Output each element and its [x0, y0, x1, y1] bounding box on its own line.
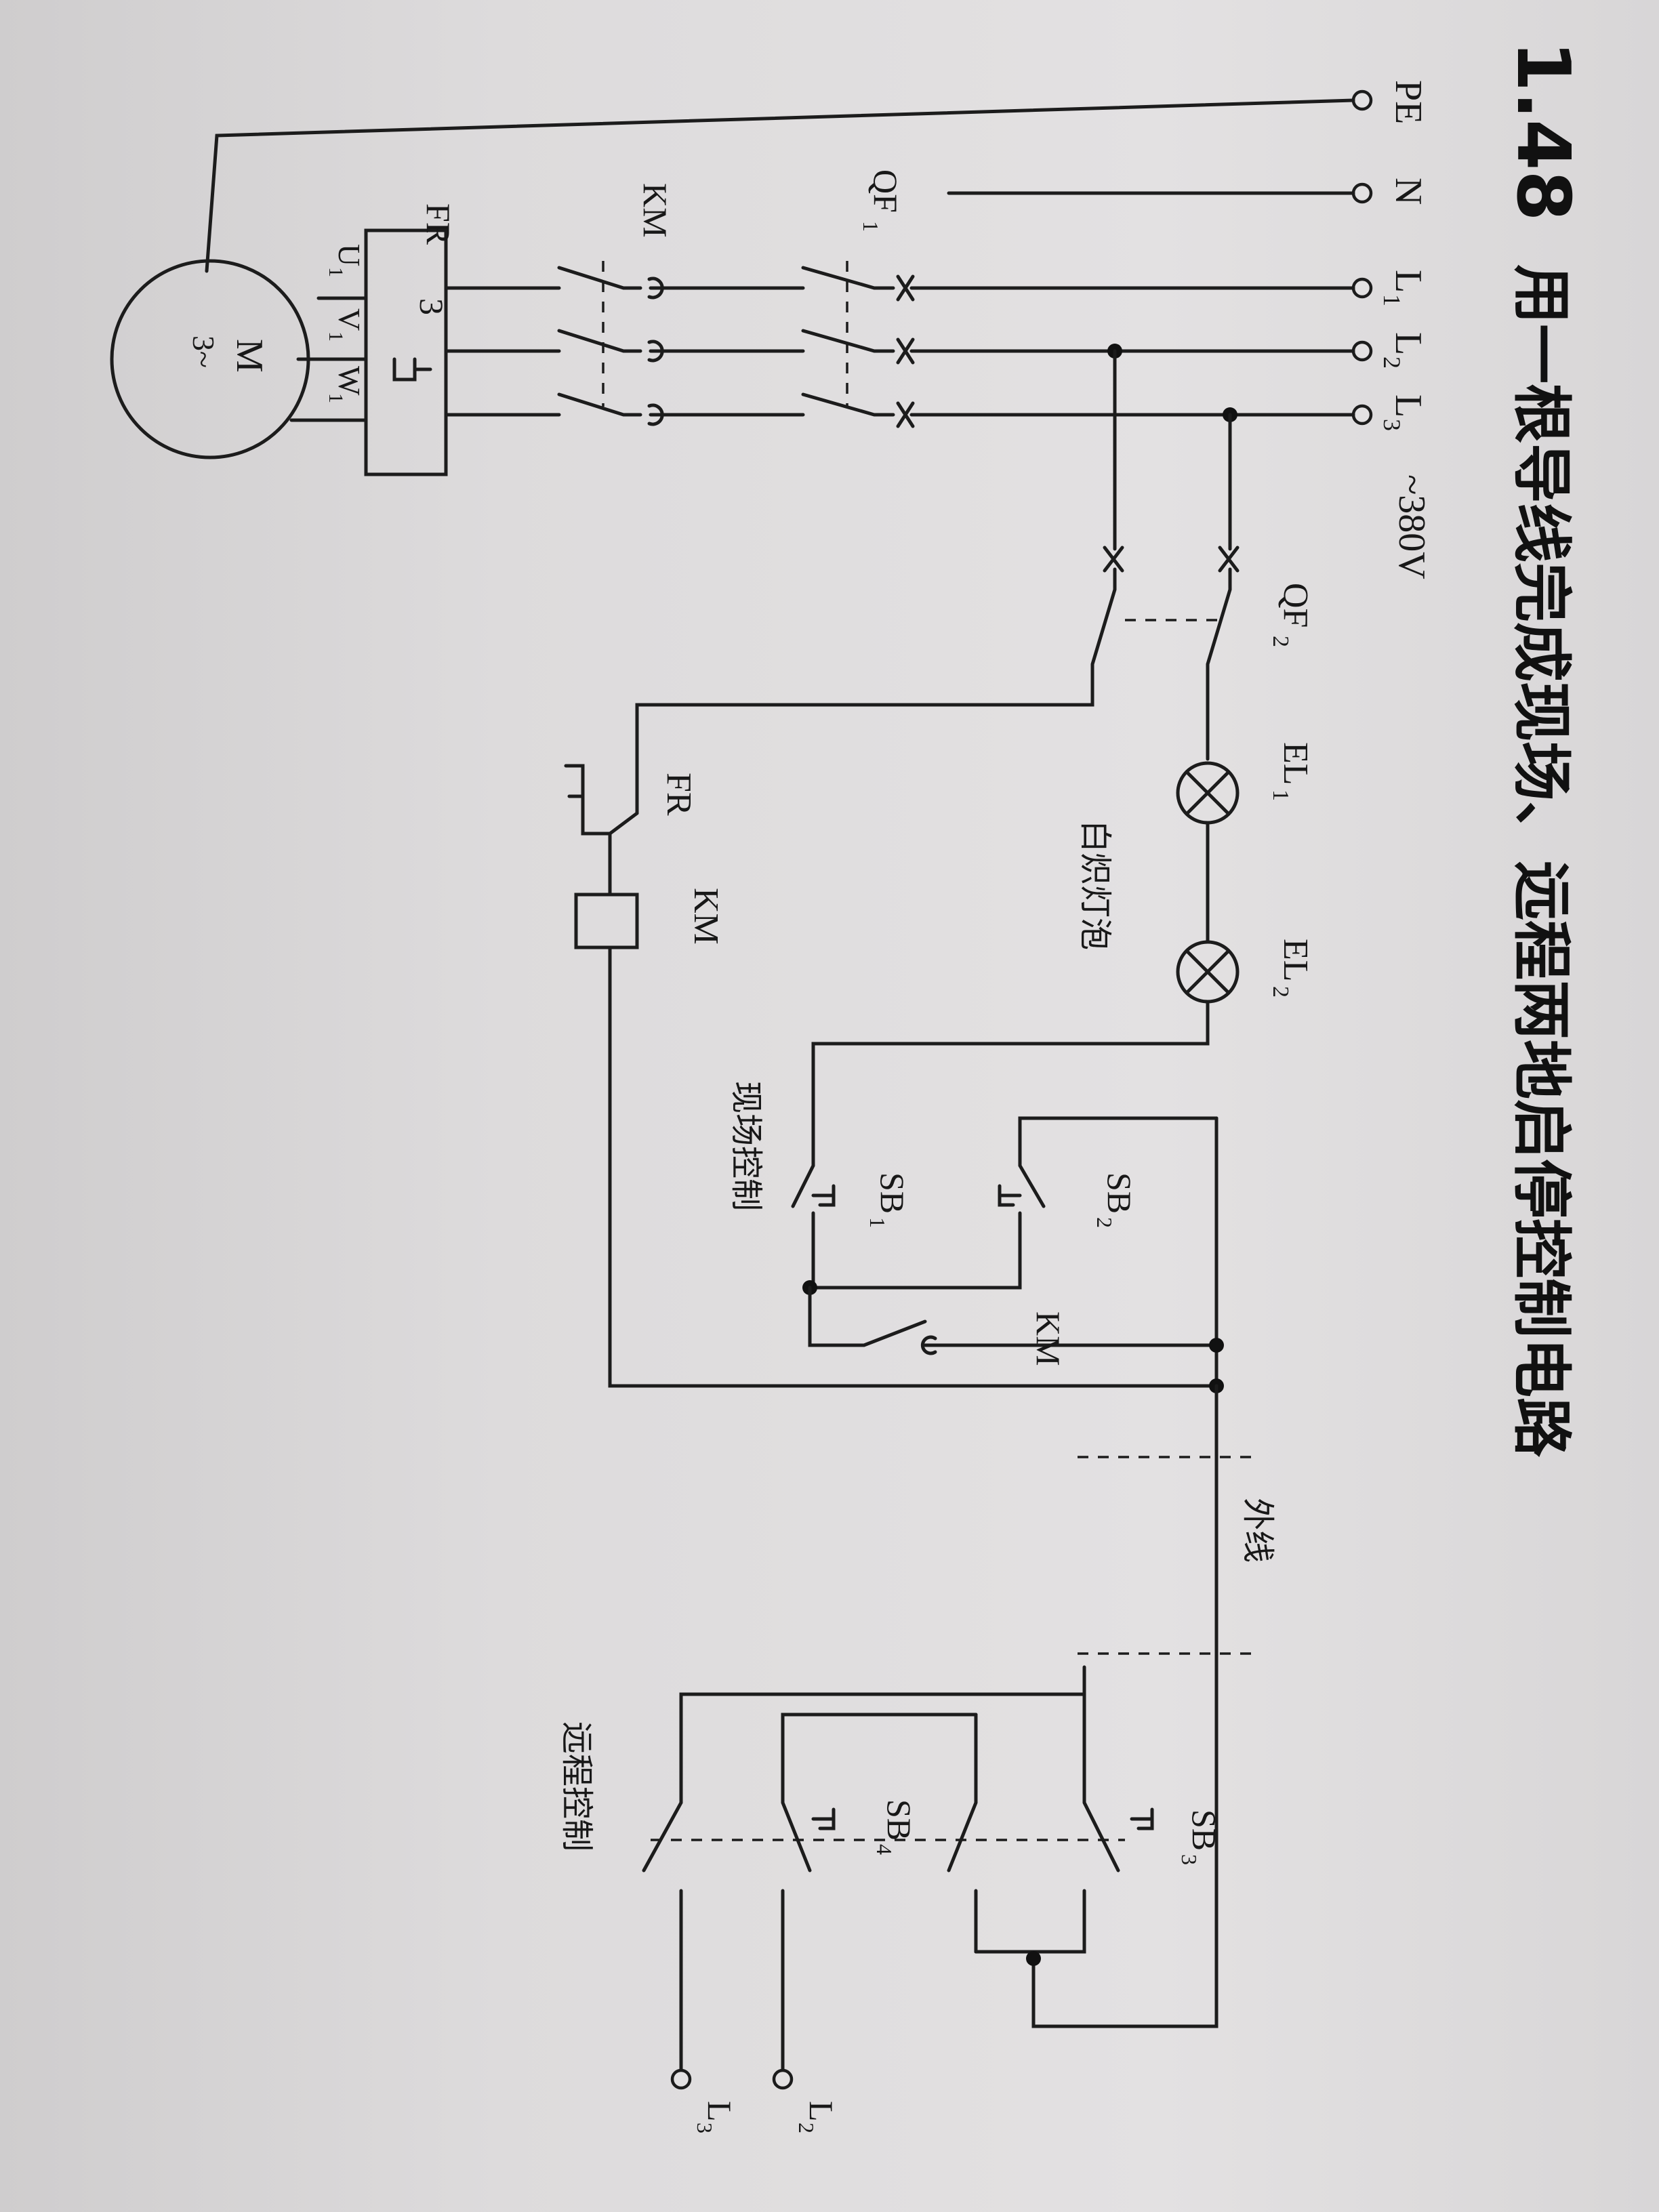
- remote-l3-branch: [642, 1665, 1086, 2076]
- svg-text:L: L: [701, 2101, 739, 2122]
- km-main-contacts: [459, 266, 664, 426]
- terminal-l2: [1351, 340, 1373, 362]
- label-w1: W 1: [325, 366, 367, 403]
- svg-text:2: 2: [1268, 986, 1293, 998]
- svg-text:2: 2: [1268, 636, 1293, 647]
- label-km-aux: KM: [1029, 1311, 1067, 1366]
- svg-text:2: 2: [1092, 1217, 1117, 1228]
- terminal-n: [1351, 182, 1373, 204]
- terminal-l3: [1351, 404, 1373, 426]
- svg-text:1: 1: [325, 267, 347, 277]
- label-km-coil: KM: [687, 888, 725, 945]
- label-fr-top: FR: [419, 203, 457, 245]
- label-sb2: SB 2: [1092, 1172, 1139, 1228]
- fr-thermal-block: [364, 228, 448, 476]
- label-pe: PE: [1387, 80, 1429, 124]
- svg-text:EL: EL: [1276, 939, 1315, 982]
- label-l3: L 3: [1378, 394, 1429, 431]
- label-km-main: KM: [636, 183, 674, 238]
- lamp-el2: [1176, 940, 1240, 1004]
- svg-text:2: 2: [794, 2123, 819, 2133]
- svg-text:SB: SB: [1185, 1809, 1223, 1851]
- label-motor: M: [228, 339, 270, 373]
- pe-wire: [205, 98, 1355, 273]
- remote-terminal-l2: [772, 2068, 794, 2090]
- sb2-switch: [811, 1116, 1218, 1290]
- svg-text:L: L: [1387, 332, 1429, 355]
- sb3-nc: [1031, 1692, 1120, 1954]
- svg-text:SB: SB: [874, 1172, 912, 1214]
- label-el1: EL 1: [1268, 742, 1315, 801]
- svg-text:QF: QF: [867, 169, 905, 213]
- svg-text:3: 3: [1378, 419, 1406, 431]
- remote-terminal-l3: [670, 2068, 692, 2090]
- motor: [110, 259, 310, 459]
- svg-text:U: U: [332, 244, 367, 266]
- label-remote-l3: L 3: [693, 2101, 739, 2133]
- label-voltage: ~380V: [1391, 474, 1433, 579]
- svg-text:V: V: [332, 308, 367, 331]
- svg-text:3: 3: [1177, 1854, 1202, 1865]
- svg-text:SB: SB: [1101, 1172, 1139, 1214]
- svg-text:L: L: [1387, 394, 1429, 417]
- svg-text:3: 3: [693, 2123, 717, 2133]
- label-n: N: [1387, 178, 1429, 205]
- label-motor-phase: 3~: [186, 335, 221, 368]
- label-sb1: SB 1: [865, 1172, 912, 1228]
- fr-nc-contact: [564, 764, 639, 856]
- svg-text:EL: EL: [1276, 742, 1315, 785]
- label-remote-l2: L 2: [794, 2101, 840, 2133]
- sb4-switch: [781, 1713, 978, 2076]
- svg-text:4: 4: [872, 1844, 897, 1855]
- fr-heater-symbol: [392, 357, 432, 382]
- svg-text:SB: SB: [880, 1799, 918, 1841]
- svg-text:1: 1: [859, 221, 883, 232]
- external-line-bounds: [1078, 1456, 1254, 1655]
- label-v1: V 1: [325, 308, 367, 342]
- svg-text:1: 1: [325, 393, 347, 403]
- label-l2: L 2: [1378, 332, 1429, 369]
- svg-text:1: 1: [325, 331, 347, 342]
- label-sb3: SB 3: [1177, 1809, 1223, 1865]
- label-fr-count: 3: [413, 298, 451, 315]
- label-sb4: SB 4: [872, 1799, 918, 1855]
- label-remote-control: 远程控制: [558, 1721, 594, 1851]
- label-fr-contact: FR: [659, 773, 698, 816]
- terminal-l1: [1351, 277, 1373, 299]
- sb3-no: [947, 1713, 978, 1954]
- svg-text:1: 1: [1268, 790, 1293, 801]
- lamp-el1: [1176, 761, 1240, 825]
- svg-text:L: L: [1387, 270, 1429, 293]
- lamp-note: 白炽灯泡: [1077, 820, 1113, 950]
- km-aux-contact: [808, 1286, 1218, 1347]
- label-qf1: QF 1: [859, 169, 905, 232]
- main-circuit: [110, 228, 1355, 476]
- terminal-pe: [1351, 89, 1373, 111]
- km-coil: [574, 893, 639, 949]
- label-qf2: QF 2: [1268, 583, 1315, 647]
- svg-text:1: 1: [865, 1217, 890, 1228]
- label-l1: L 1: [1378, 270, 1429, 306]
- svg-text:2: 2: [1378, 356, 1406, 369]
- section-number: 1.48: [1500, 41, 1585, 221]
- page-title: 1.48 用一根导线完成现场、远程两地启停控制电路: [1500, 41, 1585, 1458]
- svg-text:QF: QF: [1276, 583, 1315, 628]
- svg-text:W: W: [332, 366, 367, 396]
- label-el2: EL 2: [1268, 939, 1315, 998]
- sb1-switch: [791, 1116, 815, 1290]
- label-external-line: 外线: [1240, 1498, 1275, 1563]
- qf1-breaker: [649, 266, 915, 428]
- control-circuit: [564, 344, 1254, 2090]
- title-text: 用一根导线完成现场、远程两地启停控制电路: [1507, 264, 1576, 1458]
- label-u1: U 1: [325, 244, 367, 277]
- label-site-control: 现场控制: [728, 1081, 764, 1211]
- svg-text:1: 1: [1378, 294, 1406, 306]
- supply-terminals: [1351, 89, 1373, 426]
- svg-text:L: L: [802, 2101, 840, 2122]
